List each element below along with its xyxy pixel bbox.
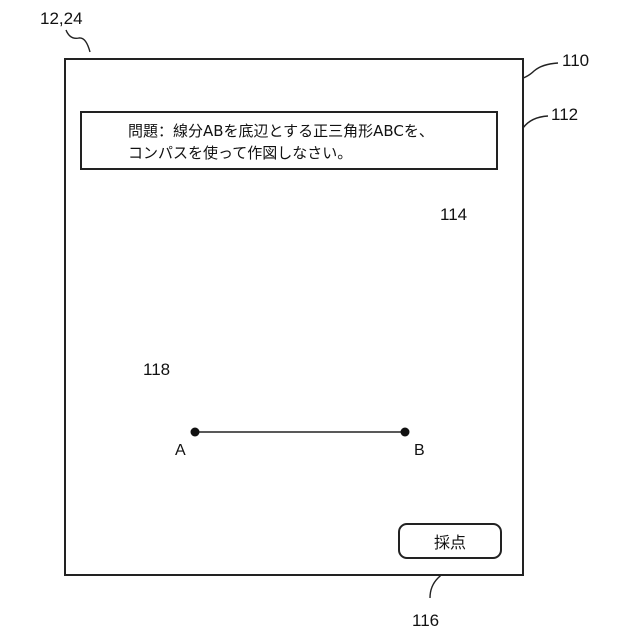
- device-leader-line: [66, 30, 90, 52]
- ref-label-device: 12,24: [40, 10, 83, 27]
- question-text-line-2: コンパスを使って作図しなさい。: [128, 142, 496, 164]
- ref-label-drawing-area: 114: [440, 206, 467, 223]
- point-a-label: A: [175, 443, 186, 459]
- ref-label-question-box: 112: [551, 106, 578, 123]
- question-text-line-1: 問題：線分ABを底辺とする正三角形ABCを、: [128, 120, 496, 142]
- ref-label-screen: 110: [562, 52, 589, 69]
- ref-label-segment-region: 118: [143, 361, 170, 378]
- point-b-label: B: [414, 443, 425, 459]
- grade-button[interactable]: 採点: [398, 523, 502, 559]
- ref-label-grade-button: 116: [412, 612, 439, 629]
- question-box: 問題：線分ABを底辺とする正三角形ABCを、 コンパスを使って作図しなさい。: [80, 111, 498, 170]
